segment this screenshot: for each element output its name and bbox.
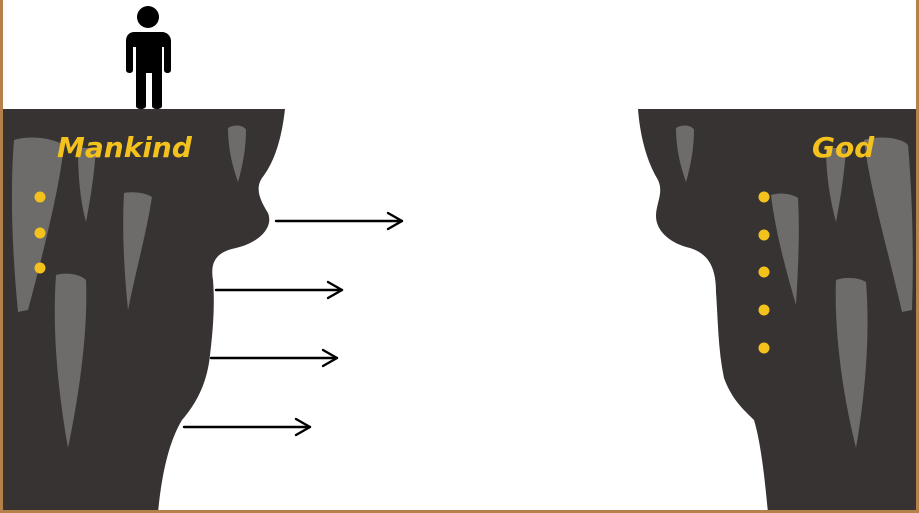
bullet-dot: [34, 191, 46, 203]
left-cliff-streak: [78, 148, 96, 222]
left-cliff-streak: [54, 273, 87, 448]
left-cliff-label: Mankind: [57, 131, 192, 164]
bullet-dot: [758, 191, 770, 203]
bullet-dot: [758, 304, 770, 316]
bullet-dot: [34, 227, 46, 239]
right-cliff-streak: [676, 125, 694, 182]
person-icon: [126, 6, 171, 109]
left-cliff-highlights: [11, 125, 246, 448]
left-cliff-streak: [123, 192, 152, 310]
bullet-dot: [34, 262, 46, 274]
arrow-group: [182, 211, 404, 437]
bullet-dot: [758, 266, 770, 278]
right-cliff-streak: [835, 277, 868, 448]
right-cliff-highlights: [676, 125, 913, 448]
right-bullet-list: [758, 191, 770, 354]
right-cliff-streak: [864, 137, 913, 312]
left-cliff-streak: [228, 125, 246, 182]
right-cliff-label: God: [812, 131, 875, 164]
bullet-dot: [758, 342, 770, 354]
right-cliff-streak: [826, 148, 846, 222]
bullet-dot: [758, 229, 770, 241]
left-bullet-list: [34, 191, 46, 274]
left-cliff-streak: [11, 137, 64, 312]
right-cliff-streak: [771, 193, 799, 305]
